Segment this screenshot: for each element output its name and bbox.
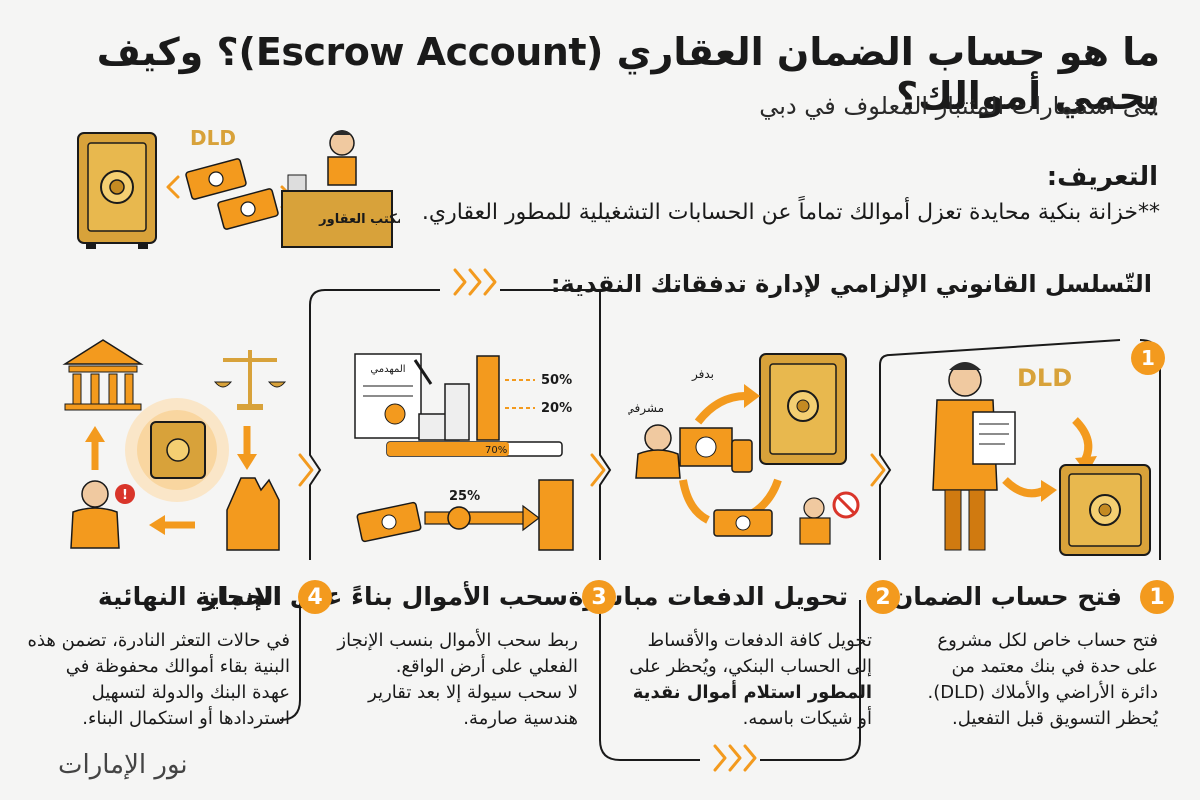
step4-number: 4 (298, 580, 332, 614)
office-label: مكتب العقاور (318, 212, 400, 227)
supervisor-label: مشرفي (628, 401, 664, 416)
scales-icon (213, 350, 287, 410)
step2-number: 2 (866, 580, 900, 614)
office-icon: مكتب العقاور (281, 130, 400, 248)
brand-footer: نور الإمارات (58, 750, 188, 780)
svg-text:20%: 20% (541, 401, 572, 416)
step1-body: فتح حساب خاص لكل مشروع على حدة في بنك مع… (927, 630, 1159, 729)
step4-body: في حالات التعثر النادرة، تضمن هذه البنية… (27, 630, 290, 729)
page-subtitle: للى استثمارات المثتبار المعلوف في دبي (759, 92, 1158, 120)
step4-title: الحماية النهائية (97, 582, 282, 611)
payer-label: بدفر (691, 367, 714, 382)
intro-illustration: DLD مكتب العقاور (77, 126, 400, 249)
chevron-icon (483, 268, 497, 296)
step3-title: سحب الأموال بناءً على الإنجاز (202, 582, 568, 611)
chevron-icon (453, 268, 467, 296)
definition-text: **خزانة بنكية محايدة تعزل أموالك تماماً … (421, 200, 1160, 225)
definition-heading: التعريف: (1046, 162, 1158, 192)
chevron-icon (468, 268, 482, 296)
svg-text:50%: 50% (541, 373, 572, 388)
step1-badge (1131, 341, 1165, 375)
step2-illustration: مشرفي بدفر (628, 353, 860, 545)
svg-text:!: ! (122, 488, 128, 503)
step2-body: تحويل كافة الدفعات والأقساط إلى الحساب ا… (629, 630, 872, 729)
chevron-icon (298, 453, 314, 487)
dld-logo: DLD (1017, 364, 1072, 392)
building-icon (476, 355, 500, 441)
step3-number: 3 (582, 580, 616, 614)
document-icon (972, 411, 1016, 465)
dld-logo: DLD (190, 126, 236, 150)
alert-icon (115, 484, 135, 504)
step3-illustration: المهدمي 50% 20% 70% 25% (354, 353, 574, 551)
chevron-icon (743, 744, 757, 772)
chevron-icon (728, 744, 742, 772)
step1-illustration: 1 DLD (932, 341, 1165, 556)
safe-icon (77, 132, 157, 249)
broken-building-icon (226, 477, 280, 551)
step4-illustration: ! (62, 339, 287, 551)
chain-heading: التّسلسل القانوني الإلزامي لإدارة تدفقات… (550, 270, 1152, 298)
page-title: ما هو حساب الضمان العقاري (Escrow Accoun… (96, 30, 1161, 118)
progress-bar: 70% (386, 441, 563, 457)
bank-icon (62, 339, 144, 411)
coin-icon (447, 506, 471, 530)
chevron-icon (870, 453, 886, 487)
phone-icon (731, 439, 753, 473)
step3-body: ربط سحب الأموال بنسب الإنجاز الفعلي على … (337, 630, 578, 729)
building-icon (538, 479, 574, 551)
safe-icon (1059, 464, 1151, 556)
chevron-icon (590, 453, 606, 487)
safe-icon (759, 353, 847, 465)
chevron-icon (713, 744, 727, 772)
step1-number: 1 (1140, 580, 1174, 614)
step1-title: فتح حساب الضمان (891, 582, 1122, 611)
svg-text:1: 1 (1141, 346, 1155, 370)
safe-icon (150, 421, 206, 479)
svg-text:25%: 25% (449, 489, 480, 504)
svg-text:المهدمي: المهدمي (370, 364, 405, 375)
svg-text:70%: 70% (485, 445, 507, 456)
